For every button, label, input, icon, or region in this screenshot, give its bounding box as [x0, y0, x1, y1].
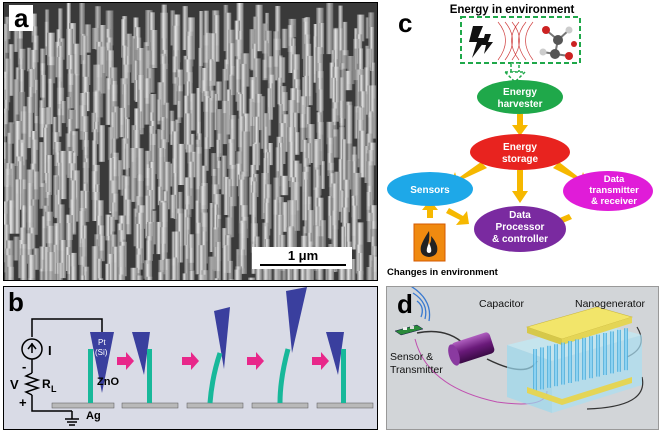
scale-bar-label: 1 μm: [288, 248, 318, 263]
data-transmitter-label-2: transmitter: [589, 185, 639, 196]
step-arrow-3: [247, 352, 264, 370]
minus-sign: -: [22, 359, 26, 374]
data-transmitter-label-1: Data: [604, 174, 625, 185]
data-processor-label-2: Processor: [496, 222, 545, 233]
current-label: I: [48, 343, 52, 358]
capacitor-label: Capacitor: [479, 298, 524, 310]
sensor-transmitter-chip: [395, 325, 423, 335]
zno-nanowire-frame-1: [88, 349, 93, 403]
nanogenerator-label: Nanogenerator: [575, 298, 646, 310]
data-processor-label-1: Data: [509, 210, 531, 221]
fire-icon: [414, 224, 445, 261]
step-arrow-4: [312, 352, 329, 370]
energy-storage-label-2: storage: [502, 154, 539, 165]
sensor-label-2: Transmitter: [390, 364, 443, 376]
sensors-label: Sensors: [410, 185, 450, 196]
resistor-subscript: L: [51, 384, 57, 394]
substrate-frame-2: [122, 403, 178, 408]
nanowire-sem-micrograph: 1 μm: [4, 3, 377, 280]
substrate-frame-5: [317, 403, 373, 408]
data-processor-label-3: & controller: [492, 234, 548, 245]
panel-a-sem-image: 1 μm a: [3, 2, 378, 281]
tip-label-1: Pt: [98, 338, 106, 347]
voltage-label: V: [10, 377, 19, 392]
panel-b-bending-schematic: I - V R L + Pt (Si) ZnO Ag b: [3, 286, 378, 430]
plus-sign: +: [19, 395, 27, 410]
molecule-icon: [540, 26, 578, 60]
vibration-mesh-icon: [498, 22, 533, 60]
nanogenerator: [507, 307, 642, 413]
resistor-label: R: [42, 377, 51, 391]
system-flow-diagram: Energy in environment: [383, 0, 660, 282]
panel-a-label: a: [9, 5, 33, 31]
ag-label: Ag: [86, 410, 101, 422]
tip-label-2: (Si): [95, 348, 108, 357]
pt-tip-frame-4: [286, 287, 307, 353]
nanowire-bending-diagram: I - V R L + Pt (Si) ZnO Ag: [4, 287, 377, 429]
step-arrow-2: [182, 352, 199, 370]
dashed-arrow-down: [505, 63, 525, 82]
panel-c-label: c: [398, 10, 412, 36]
energy-storage-label-1: Energy: [503, 142, 537, 153]
substrate-frame-3: [187, 403, 243, 408]
changes-in-environment-label: Changes in environment: [387, 267, 499, 278]
zno-nanowire-frame-5: [341, 349, 346, 403]
panel-d-label: d: [397, 291, 413, 317]
panel-d-device-rendering: Capacitor Nanogenerator Sensor & Transmi…: [386, 286, 659, 430]
lightning-icon: [469, 26, 493, 58]
step-arrow-1: [117, 352, 134, 370]
panel-c-self-powered-system-diagram: Energy in environment: [383, 0, 660, 282]
substrate-frame-1: [52, 403, 114, 408]
energy-in-environment-label: Energy in environment: [450, 4, 575, 16]
zno-nanowire-frame-3: [210, 353, 220, 403]
substrate-frame-4: [252, 403, 308, 408]
panel-b-label: b: [8, 289, 24, 315]
energy-harvester-label-1: Energy: [503, 87, 537, 98]
sensor-label-1: Sensor &: [390, 351, 433, 363]
self-powered-device-illustration: Capacitor Nanogenerator Sensor & Transmi…: [387, 287, 658, 429]
energy-harvester-label-2: harvester: [497, 99, 542, 110]
zno-label: ZnO: [97, 376, 119, 388]
current-arrow-icon: [28, 343, 36, 353]
zno-nanowire-frame-2: [147, 349, 152, 403]
data-transmitter-label-3: & receiver: [591, 196, 637, 207]
zno-nanowire-frame-4: [280, 349, 288, 403]
